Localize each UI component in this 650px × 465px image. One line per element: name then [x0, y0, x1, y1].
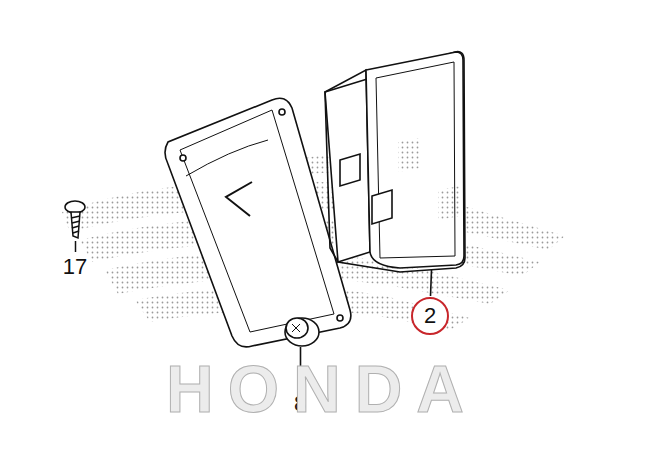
watermark: HONDA [166, 356, 478, 422]
callout-number: 17 [61, 255, 89, 279]
meter-unit [325, 52, 465, 296]
callout-circle: 2 [411, 297, 449, 335]
meter-cover [165, 98, 351, 388]
screw [65, 201, 85, 252]
callout-number: 2 [424, 305, 436, 327]
